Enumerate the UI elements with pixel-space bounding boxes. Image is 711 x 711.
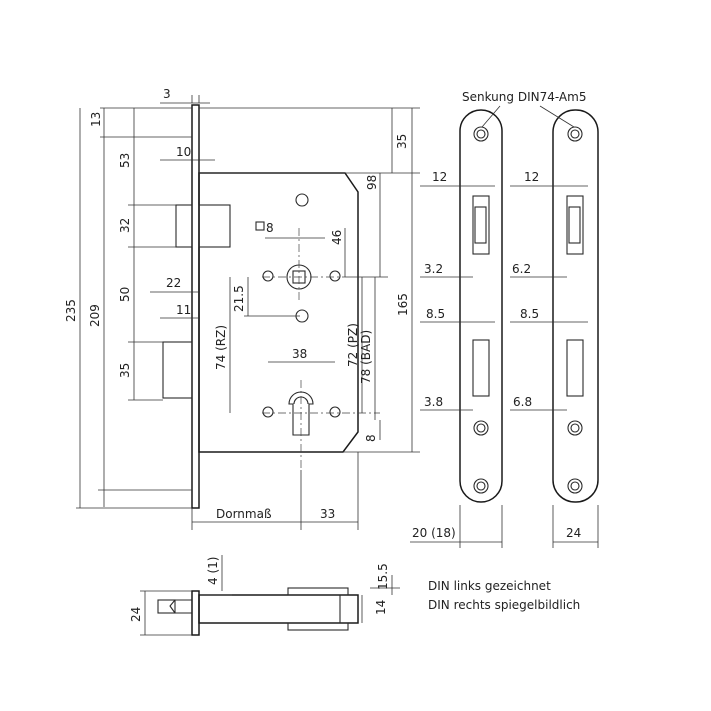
dim-6-2: 6.2 xyxy=(512,262,531,276)
dim-3-8: 3.8 xyxy=(424,395,443,409)
lock-front-view xyxy=(162,104,380,509)
dim-6-8: 6.8 xyxy=(513,395,532,409)
dim-dornmass: Dornmaß xyxy=(216,507,272,521)
screw-hole-low-left xyxy=(262,406,274,418)
dim-21-5: 21.5 xyxy=(232,285,246,312)
dim-78bad: 78 (BAD) xyxy=(359,330,373,384)
dim-square8: 8 xyxy=(266,221,274,235)
dim-38: 38 xyxy=(292,347,307,361)
faceplate-labels: Senkung DIN74-Am5 12 12 3.2 6.2 8.5 8.5 … xyxy=(412,90,586,540)
dim-35-top: 35 xyxy=(395,134,409,149)
dim-53: 53 xyxy=(118,153,132,168)
faceplate-right xyxy=(552,109,599,503)
dim-33: 33 xyxy=(320,507,335,521)
dim-98: 98 xyxy=(365,175,379,190)
lock-dimension-labels: 3 13 53 10 32 235 209 50 22 11 35 35 98 … xyxy=(64,87,410,521)
dim-10: 10 xyxy=(176,145,191,159)
senkung-label: Senkung DIN74-Am5 xyxy=(462,90,586,104)
dim-8: 8 xyxy=(364,434,378,442)
dim-74rz: 74 (RZ) xyxy=(214,325,228,370)
dim-14: 14 xyxy=(374,600,388,615)
note-line-1: DIN links gezeichnet xyxy=(428,579,551,593)
dim-3: 3 xyxy=(163,87,171,101)
faceplate-left xyxy=(459,109,503,503)
dim-24-plate: 24 xyxy=(566,526,581,540)
dim-12-a: 12 xyxy=(432,170,447,184)
dim-4-1: 4 (1) xyxy=(206,557,220,585)
note-line-2: DIN rechts spiegelbildlich xyxy=(428,598,580,612)
dim-46: 46 xyxy=(330,230,344,245)
dim-11: 11 xyxy=(176,303,191,317)
dim-24-bottom: 24 xyxy=(129,607,143,622)
lock-top-view xyxy=(140,555,400,636)
dim-8-5-b: 8.5 xyxy=(520,307,539,321)
latch-bolt-inner xyxy=(198,204,231,248)
dim-20-18: 20 (18) xyxy=(412,526,456,540)
dim-8-5-a: 8.5 xyxy=(426,307,445,321)
dim-209: 209 xyxy=(88,304,102,327)
dim-22: 22 xyxy=(166,276,181,290)
forend-strip xyxy=(191,104,200,509)
square-symbol xyxy=(255,221,265,231)
dim-165: 165 xyxy=(396,293,410,316)
dim-50: 50 xyxy=(118,287,132,302)
latch-bolt xyxy=(175,204,193,248)
cylinder-cutout xyxy=(288,391,314,436)
dim-13: 13 xyxy=(89,112,103,127)
lock-case xyxy=(198,172,359,453)
dim-12-b: 12 xyxy=(524,170,539,184)
screw-hole-low-right xyxy=(329,406,341,418)
screw-hole-left xyxy=(262,270,274,282)
screw-hole-right xyxy=(329,270,341,282)
faceplate-dimensions xyxy=(410,105,599,548)
top-view-labels: 24 4 (1) 15.5 14 DIN links gezeichnet DI… xyxy=(129,557,580,622)
lock-dimensions xyxy=(76,95,420,530)
dim-235: 235 xyxy=(64,299,78,322)
dead-bolt xyxy=(162,341,193,399)
dim-3-2: 3.2 xyxy=(424,262,443,276)
dim-32: 32 xyxy=(118,218,132,233)
screw-hole-top xyxy=(295,193,309,207)
dim-35-left: 35 xyxy=(118,363,132,378)
dim-15-5: 15.5 xyxy=(376,563,390,590)
dim-72pz: 72 (PZ) xyxy=(346,323,360,367)
